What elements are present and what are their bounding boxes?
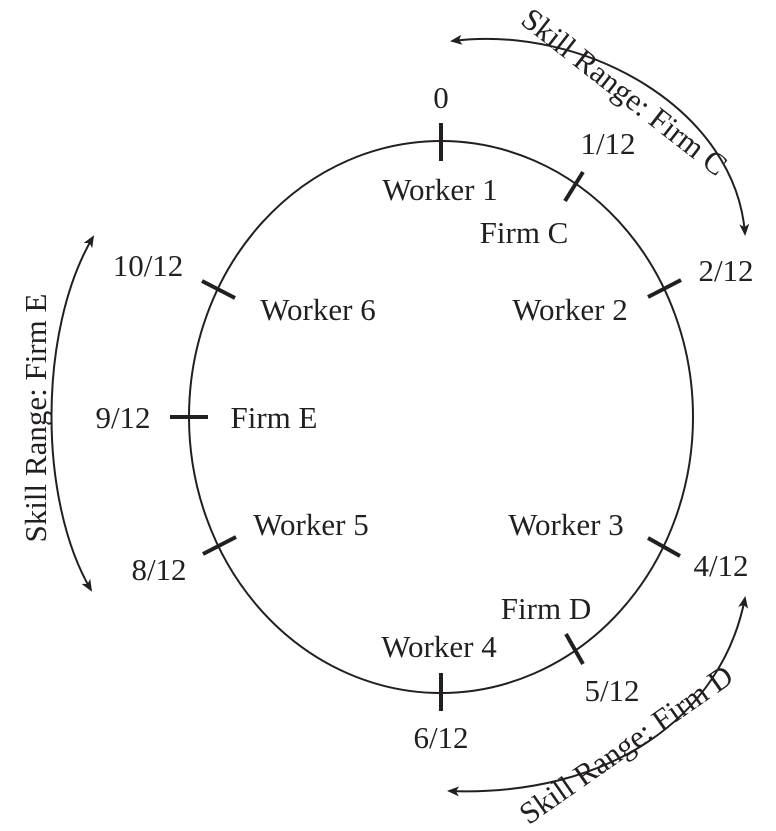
tick-label-8-12: 8/12 (131, 552, 186, 587)
firm-d-label: Firm D (501, 591, 591, 626)
tick-label-1-12: 1/12 (580, 126, 635, 161)
worker-5-label: Worker 5 (253, 507, 368, 542)
skill-range-firm-e-label: Skill Range: Firm E (18, 294, 53, 543)
worker-3-label: Worker 3 (508, 507, 623, 542)
tick-10-12 (201, 279, 236, 300)
skill-range-firm-e-arc (50, 235, 95, 592)
worker-6-label: Worker 6 (260, 292, 375, 327)
tick-label-0: 0 (433, 80, 449, 115)
tick-label-4-12: 4/12 (693, 548, 748, 583)
firm-e-label: Firm E (231, 400, 318, 435)
skill-range-firm-c-arc (450, 34, 750, 236)
tick-8-12 (202, 535, 237, 556)
tick-2-12 (647, 278, 682, 299)
worker-1-label: Worker 1 (382, 172, 497, 207)
tick-label-9-12: 9/12 (95, 400, 150, 435)
firm-c-label: Firm C (480, 215, 569, 250)
tick-label-5-12: 5/12 (584, 673, 639, 708)
skill-range-firm-d-arc (447, 596, 749, 797)
worker-2-label: Worker 2 (512, 292, 627, 327)
tick-4-12 (647, 536, 681, 558)
tick-label-10-12: 10/12 (113, 248, 184, 283)
tick-label-6-12: 6/12 (413, 720, 468, 755)
worker-4-label: Worker 4 (381, 629, 497, 664)
tick-label-2-12: 2/12 (698, 253, 753, 288)
tick-5-12 (564, 633, 585, 665)
